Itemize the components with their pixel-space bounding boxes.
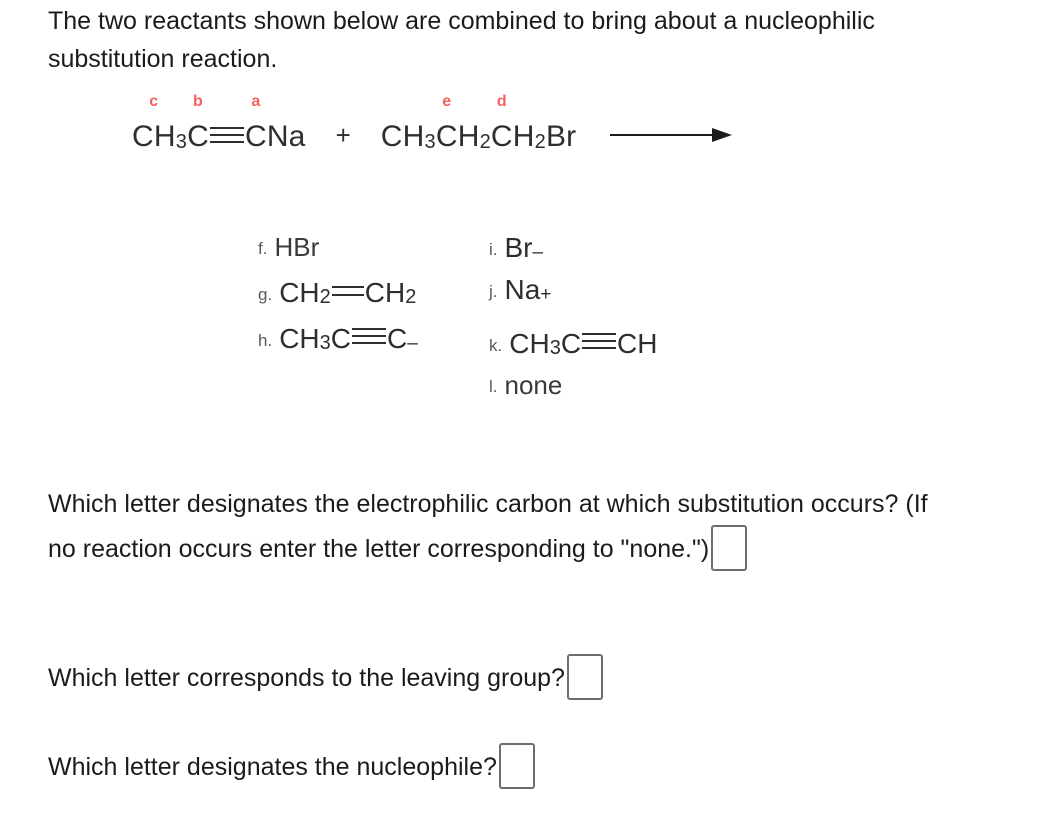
i-br: Br (504, 232, 533, 263)
k-c1: C (560, 328, 582, 359)
reactant2-carbon-d: d C (490, 94, 513, 154)
choice-key-f: f. (258, 239, 268, 258)
reactant1-na: Na (266, 120, 306, 153)
reactant1-sub-3: 3 (175, 131, 188, 153)
reactant2-ch: CH (380, 120, 425, 153)
k-ch-end: CH (617, 328, 658, 359)
choice-value-l: none (504, 370, 563, 400)
choice-key-l: l. (489, 377, 498, 396)
g-sub-2b: 2 (405, 286, 417, 308)
j-plus-charge: + (540, 284, 552, 305)
label-a: a (251, 93, 261, 110)
h-c2: C (387, 323, 408, 354)
plus-sign: + (335, 120, 351, 150)
reactant2-h-mid: H (457, 120, 480, 153)
choice-key-h: h. (258, 331, 273, 350)
h-c1: C (330, 323, 351, 354)
choice-value-j: Na+ (505, 274, 552, 306)
label-c: c (149, 93, 159, 110)
question-2: Which letter corresponds to the leaving … (48, 654, 928, 700)
reactant1-carbon-b: b C (187, 94, 209, 154)
choice-value-f: HBr (274, 232, 320, 262)
choice-j: j. Na+ (489, 274, 658, 306)
k-ch: CH (509, 328, 550, 359)
h-ch: CH (279, 323, 320, 354)
arrow-head (712, 128, 733, 142)
intro-prompt: The two reactants shown below are combin… (48, 7, 875, 73)
i-minus-charge: – (532, 242, 544, 263)
reactant1-carbon-a: a C (244, 94, 267, 154)
reaction-arrow-icon (610, 128, 733, 142)
reactant2-br: Br (545, 120, 577, 153)
h-minus-charge: – (407, 333, 418, 354)
choice-key-g: g. (258, 285, 273, 304)
choice-f: f. HBr (258, 232, 418, 263)
j-na: Na (504, 274, 541, 305)
reactant2-h-end: H (512, 120, 535, 153)
question-3-text: Which letter designates the nucleophile? (48, 753, 497, 781)
answer-input-1[interactable] (711, 525, 748, 571)
choice-i: i. Br– (489, 232, 658, 264)
g-ch2: CH (364, 277, 406, 308)
choice-key-j: j. (489, 282, 498, 301)
choice-key-k: k. (489, 336, 503, 355)
reactant1-ch: CH (132, 120, 176, 153)
reactant2-sub-2b: 2 (534, 131, 546, 153)
triple-bond-icon (352, 328, 386, 346)
question-2-text: Which letter corresponds to the leaving … (48, 664, 565, 692)
choice-value-i: Br– (505, 232, 544, 264)
label-e: e (442, 93, 452, 110)
k-sub-3: 3 (549, 337, 561, 359)
answer-input-2[interactable] (566, 654, 603, 700)
reactant2-sub-3: 3 (424, 131, 436, 153)
reactant2-sub-2a: 2 (479, 131, 491, 153)
reactant1-c-end: C (244, 120, 267, 153)
choice-l: l. none (489, 370, 658, 401)
question-1-text: Which letter designates the electrophili… (48, 490, 928, 563)
reactant-1: c CH 3 b C a C Na (132, 94, 306, 154)
triple-bond-icon (209, 127, 244, 145)
double-bond-icon (331, 286, 364, 297)
reactant2-c-end: C (490, 120, 513, 153)
reactant1-carbon-c: c CH (132, 94, 176, 154)
g-ch: CH (279, 277, 320, 308)
question-1: Which letter designates the electrophili… (48, 484, 928, 571)
answer-input-3[interactable] (498, 743, 535, 789)
reactant2-c-mid: C (435, 120, 458, 153)
reactant1-c-mid: C (187, 120, 209, 153)
g-sub-2a: 2 (319, 286, 331, 308)
choice-key-i: i. (489, 240, 498, 259)
triple-bond-icon (582, 333, 617, 351)
question-3: Which letter designates the nucleophile? (48, 743, 928, 789)
label-d: d (496, 93, 507, 110)
label-b: b (193, 93, 203, 110)
arrow-shaft (610, 134, 715, 136)
h-sub-3: 3 (319, 332, 331, 354)
reactant2-carbon-e: e C (435, 94, 458, 154)
